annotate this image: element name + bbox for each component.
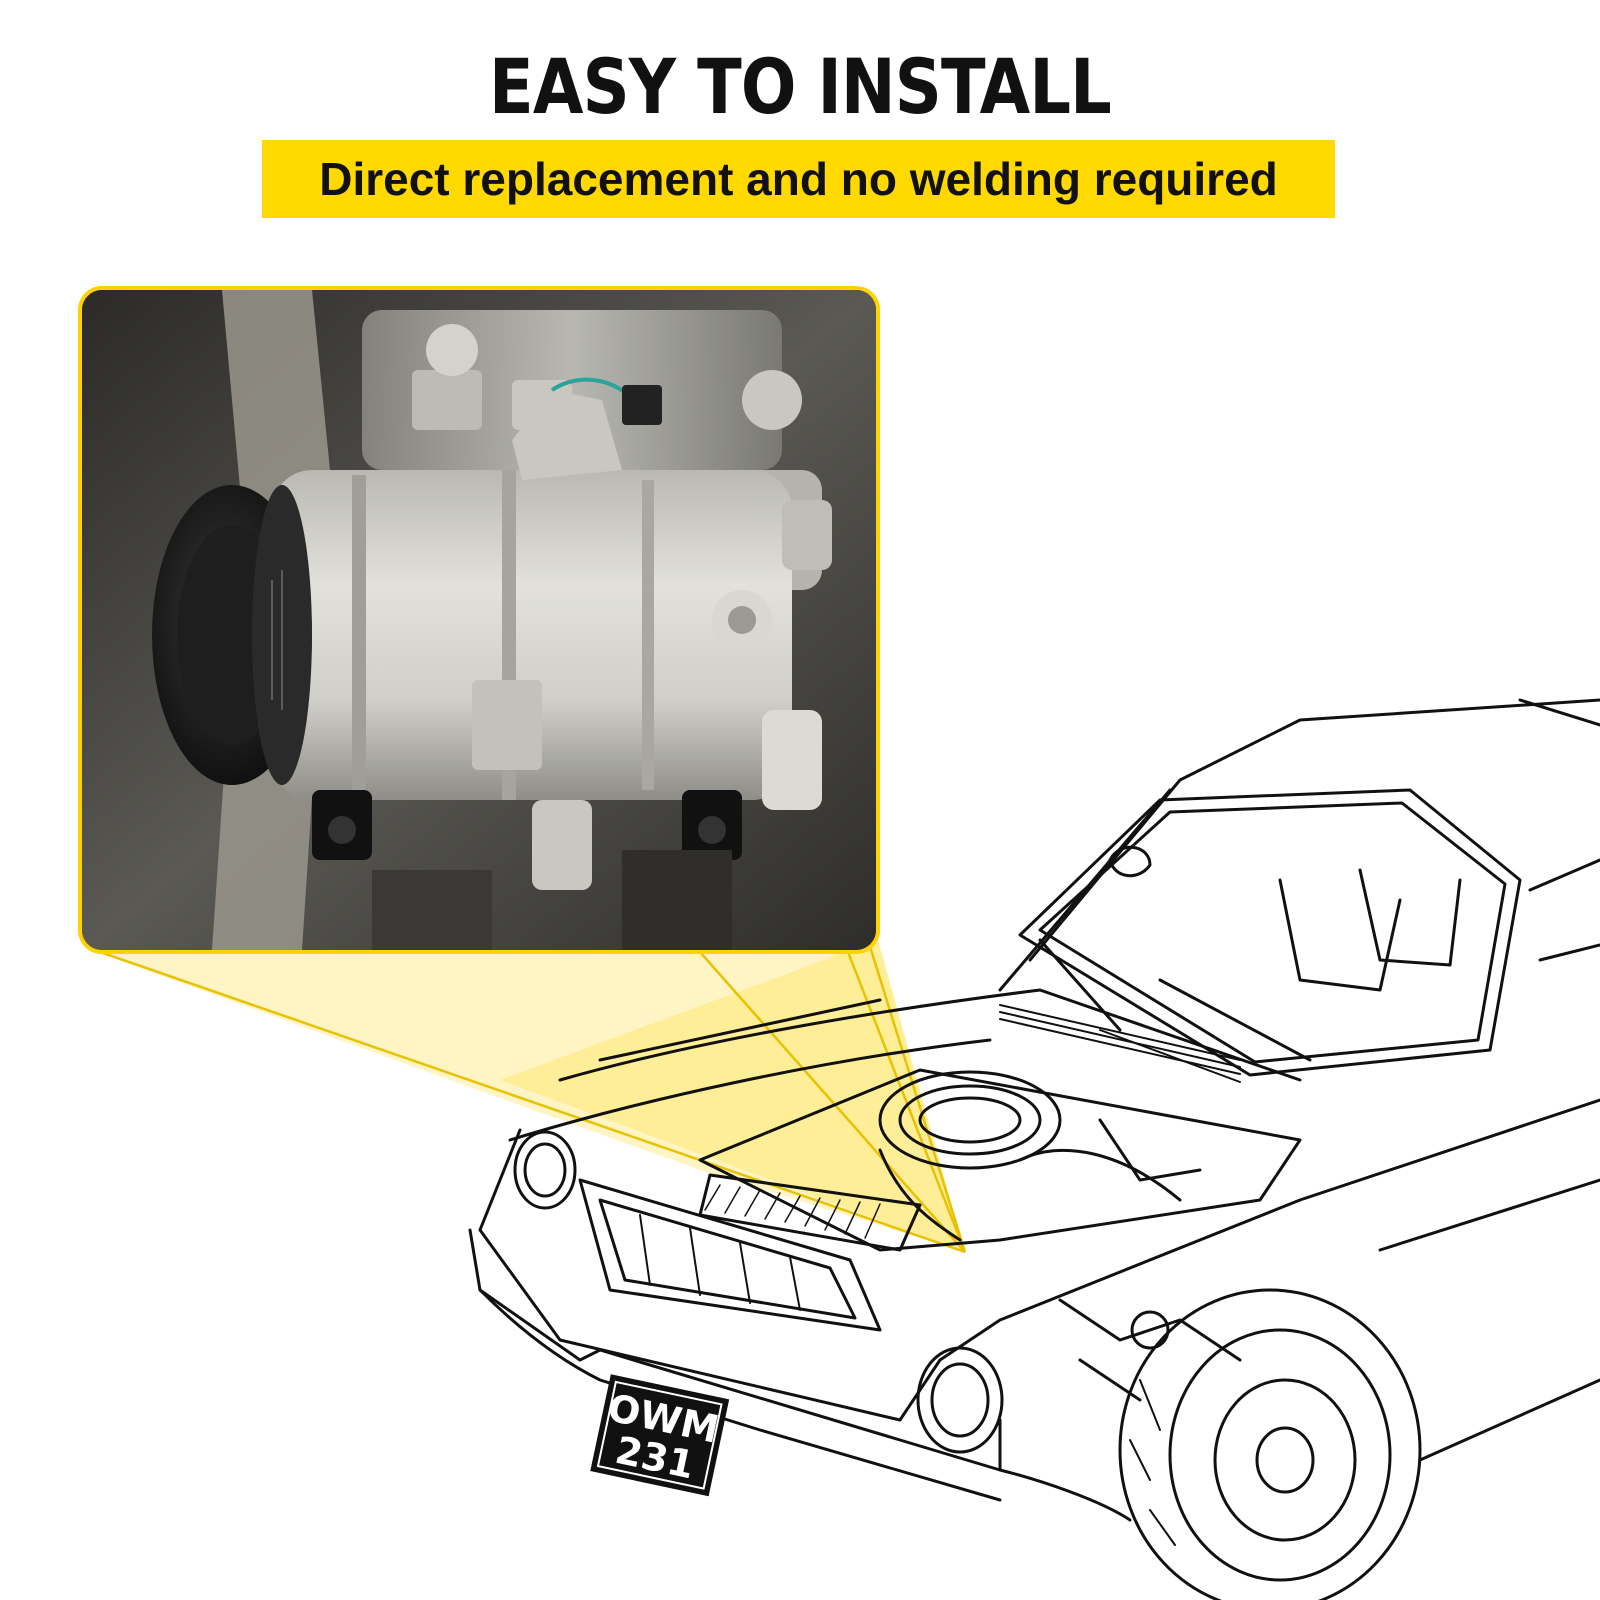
compressor-photo <box>78 286 880 954</box>
license-plate: OWM 231 <box>590 1374 730 1497</box>
headline: EASY TO INSTALL <box>489 42 1112 131</box>
subheadline: Direct replacement and no welding requir… <box>319 153 1278 205</box>
subheadline-banner: Direct replacement and no welding requir… <box>262 140 1335 218</box>
callout-cone <box>90 940 965 1252</box>
